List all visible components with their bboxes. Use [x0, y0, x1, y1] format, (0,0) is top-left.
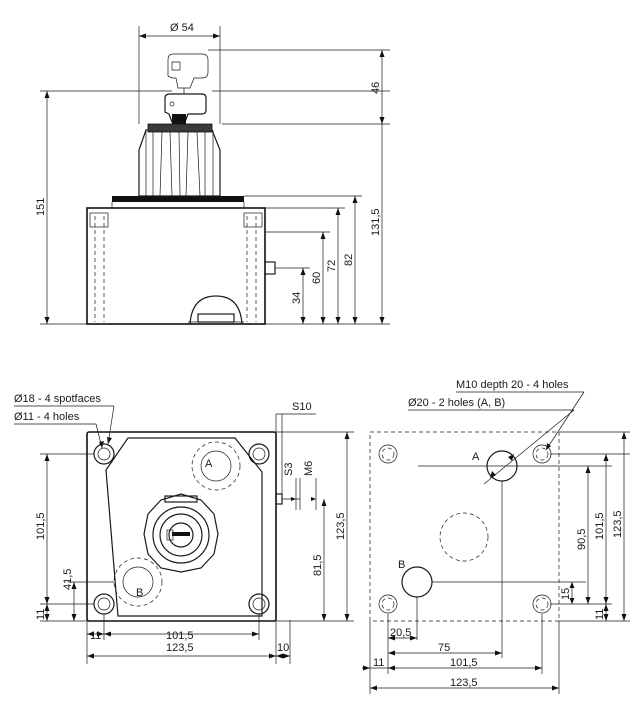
- top-port-b-label: B: [136, 587, 143, 599]
- mount-hole-tr: [248, 443, 270, 465]
- mount-port-a-label: A: [472, 451, 480, 463]
- mount-dim-75: 75: [438, 642, 450, 654]
- dim-123-5-right: 123,5: [335, 512, 347, 540]
- mount-port-b: [401, 566, 433, 598]
- mounting-surface: [369, 431, 560, 622]
- dim-82: 82: [343, 254, 355, 266]
- label-s3: S3: [283, 463, 295, 476]
- top-view: A B Ø18 - 4 spotfaces Ø11 - 4 holes S10: [14, 393, 354, 664]
- mount-port-b-label: B: [398, 559, 405, 571]
- dim-151: 151: [35, 198, 47, 216]
- mount-hole-bl: [93, 593, 115, 615]
- knob-top-icon: [143, 493, 219, 573]
- mount-dim-11-v: 11: [594, 609, 606, 620]
- mounting-view: A B M10 depth 20 - 4 holes Ø20 - 2 holes…: [362, 379, 630, 694]
- port-a-hidden: [191, 441, 241, 491]
- dim-72: 72: [326, 260, 338, 272]
- m10-hole-tl: [378, 444, 398, 464]
- key-phantom-icon: [167, 53, 209, 94]
- top-port-a-label: A: [205, 458, 213, 470]
- mount-dim-15: 15: [560, 588, 572, 600]
- mount-dim-101-5-v: 101,5: [594, 512, 606, 540]
- mount-dim-123-5-v: 123,5: [612, 510, 624, 538]
- mount-hole-tl: [93, 443, 115, 465]
- mount-dim-101-5-h: 101,5: [450, 657, 478, 669]
- dim-10: 10: [277, 642, 289, 654]
- dim-123-5-bottom: 123,5: [166, 642, 194, 654]
- port-b-hidden: [113, 557, 163, 607]
- dim-101-5-bottom: 101,5: [166, 630, 194, 642]
- side-plug: [264, 261, 276, 275]
- m10-hole-bl: [378, 594, 398, 614]
- top-body: [86, 431, 277, 622]
- dim-46: 46: [370, 82, 382, 94]
- dim-81-5: 81,5: [312, 555, 324, 576]
- dim-11-bottom: 11: [90, 630, 101, 642]
- dim-60: 60: [311, 272, 323, 284]
- mount-hole-br: [248, 593, 270, 615]
- mount-dim-20-5: 20,5: [390, 627, 411, 639]
- mount-center-bore: [439, 512, 489, 562]
- bottom-port-recess: [189, 295, 243, 325]
- dim-34: 34: [291, 292, 303, 304]
- dim-101-5-left: 101,5: [35, 512, 47, 540]
- m10-hole-br: [532, 594, 552, 614]
- front-body: [86, 207, 266, 325]
- dim-131-5: 131,5: [370, 208, 382, 236]
- key-icon: [164, 93, 207, 124]
- front-view: Ø 54 46 131,5 82 72 60 34: [35, 22, 390, 325]
- front-top-plate: [112, 196, 244, 202]
- note-holes: Ø11 - 4 holes: [14, 411, 80, 423]
- label-s10: S10: [292, 401, 312, 413]
- mount-dim-11-h: 11: [373, 657, 384, 669]
- mount-dim-90-5: 90,5: [576, 529, 588, 550]
- label-m6: M6: [303, 461, 315, 476]
- note-m10: M10 depth 20 - 4 holes: [456, 379, 569, 391]
- note-ports: Ø20 - 2 holes (A, B): [408, 397, 505, 409]
- dim-41-5: 41,5: [62, 569, 74, 590]
- dim-diameter-54: Ø 54: [170, 22, 194, 34]
- mount-dim-123-5-h: 123,5: [450, 677, 478, 689]
- dim-11-left: 11: [35, 609, 47, 620]
- note-spotfaces: Ø18 - 4 spotfaces: [14, 393, 101, 405]
